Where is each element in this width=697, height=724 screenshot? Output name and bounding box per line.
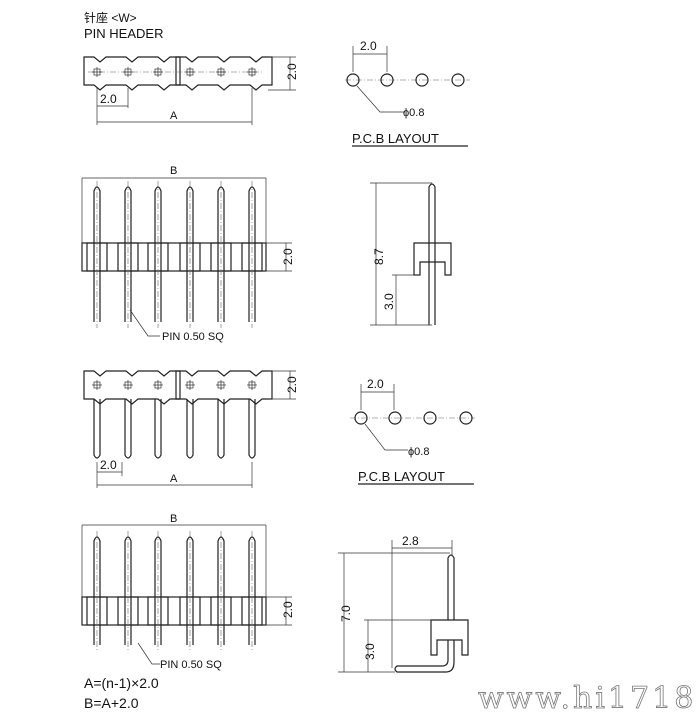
- tail-length: 3.0: [382, 293, 396, 310]
- dim-b-2: B: [170, 513, 177, 525]
- formula-a: A=(n-1)×2.0: [84, 675, 159, 691]
- front-view-1: B 2.0 PIN 0.50 SQ: [81, 165, 295, 343]
- pcb-layout-label: P.C.B LAYOUT: [352, 131, 439, 146]
- pcb-hole: [459, 411, 473, 425]
- pcb-hole: [346, 73, 360, 87]
- pcb-hole: [354, 411, 368, 425]
- straight-height: 8.7: [372, 248, 386, 265]
- title-english: PIN HEADER: [84, 26, 163, 41]
- top-view-1: 2.0 2.0 A: [83, 56, 299, 125]
- dim-pitch: 2.0: [100, 92, 117, 106]
- pcb-pitch-2: 2.0: [367, 377, 384, 391]
- pcb-hole: [380, 73, 394, 87]
- ra-tail: 3.0: [363, 643, 377, 660]
- pcb-layout-2: 2.0 ϕ0.8 P.C.B LAYOUT: [350, 377, 475, 485]
- pcb-hole: [451, 73, 465, 87]
- formula-b: B=A+2.0: [84, 695, 139, 711]
- pcb-layout-1: 2.0 ϕ0.8 P.C.B LAYOUT: [345, 39, 470, 147]
- pin: [248, 399, 256, 459]
- dim-a: A: [170, 110, 178, 122]
- pin: [154, 399, 162, 459]
- pin: [217, 399, 225, 459]
- watermark: www.hi1718.com: [478, 681, 697, 716]
- hole-diameter-2: ϕ0.8: [408, 446, 429, 458]
- pin: [93, 399, 101, 459]
- pcb-hole: [388, 411, 402, 425]
- body-height: 2.0: [281, 248, 295, 265]
- title-chinese: 针座 <W>: [84, 10, 137, 25]
- pin-label: PIN 0.50 SQ: [162, 331, 224, 343]
- side-view-straight: 8.7 3.0: [370, 182, 452, 326]
- dim-a-2: A: [170, 473, 178, 485]
- pcb-hole: [423, 411, 437, 425]
- pin-label-2: PIN 0.50 SQ: [160, 659, 222, 671]
- pcb-pitch: 2.0: [360, 39, 377, 53]
- dim-height-2: 2.0: [285, 376, 299, 393]
- ra-offset: 2.8: [402, 534, 419, 548]
- dim-b: B: [170, 165, 177, 177]
- pin: [124, 399, 132, 459]
- pcb-hole: [415, 73, 429, 87]
- pin: [186, 399, 194, 459]
- top-view-2: 2.0 2.0 A: [83, 370, 299, 488]
- hole-diameter: ϕ0.8: [403, 107, 424, 119]
- ra-height: 7.0: [339, 605, 353, 622]
- side-view-right-angle: 2.8 7.0 3.0: [338, 534, 469, 673]
- dim-pitch-2: 2.0: [100, 458, 117, 472]
- dim-height: 2.0: [285, 63, 299, 80]
- front-view-2: B 2.0 PIN 0.50 SQ A=(n-1)×2.0 B=A+2.0: [81, 513, 295, 711]
- pcb-layout-label-2: P.C.B LAYOUT: [358, 469, 445, 484]
- body-height-2: 2.0: [281, 601, 295, 618]
